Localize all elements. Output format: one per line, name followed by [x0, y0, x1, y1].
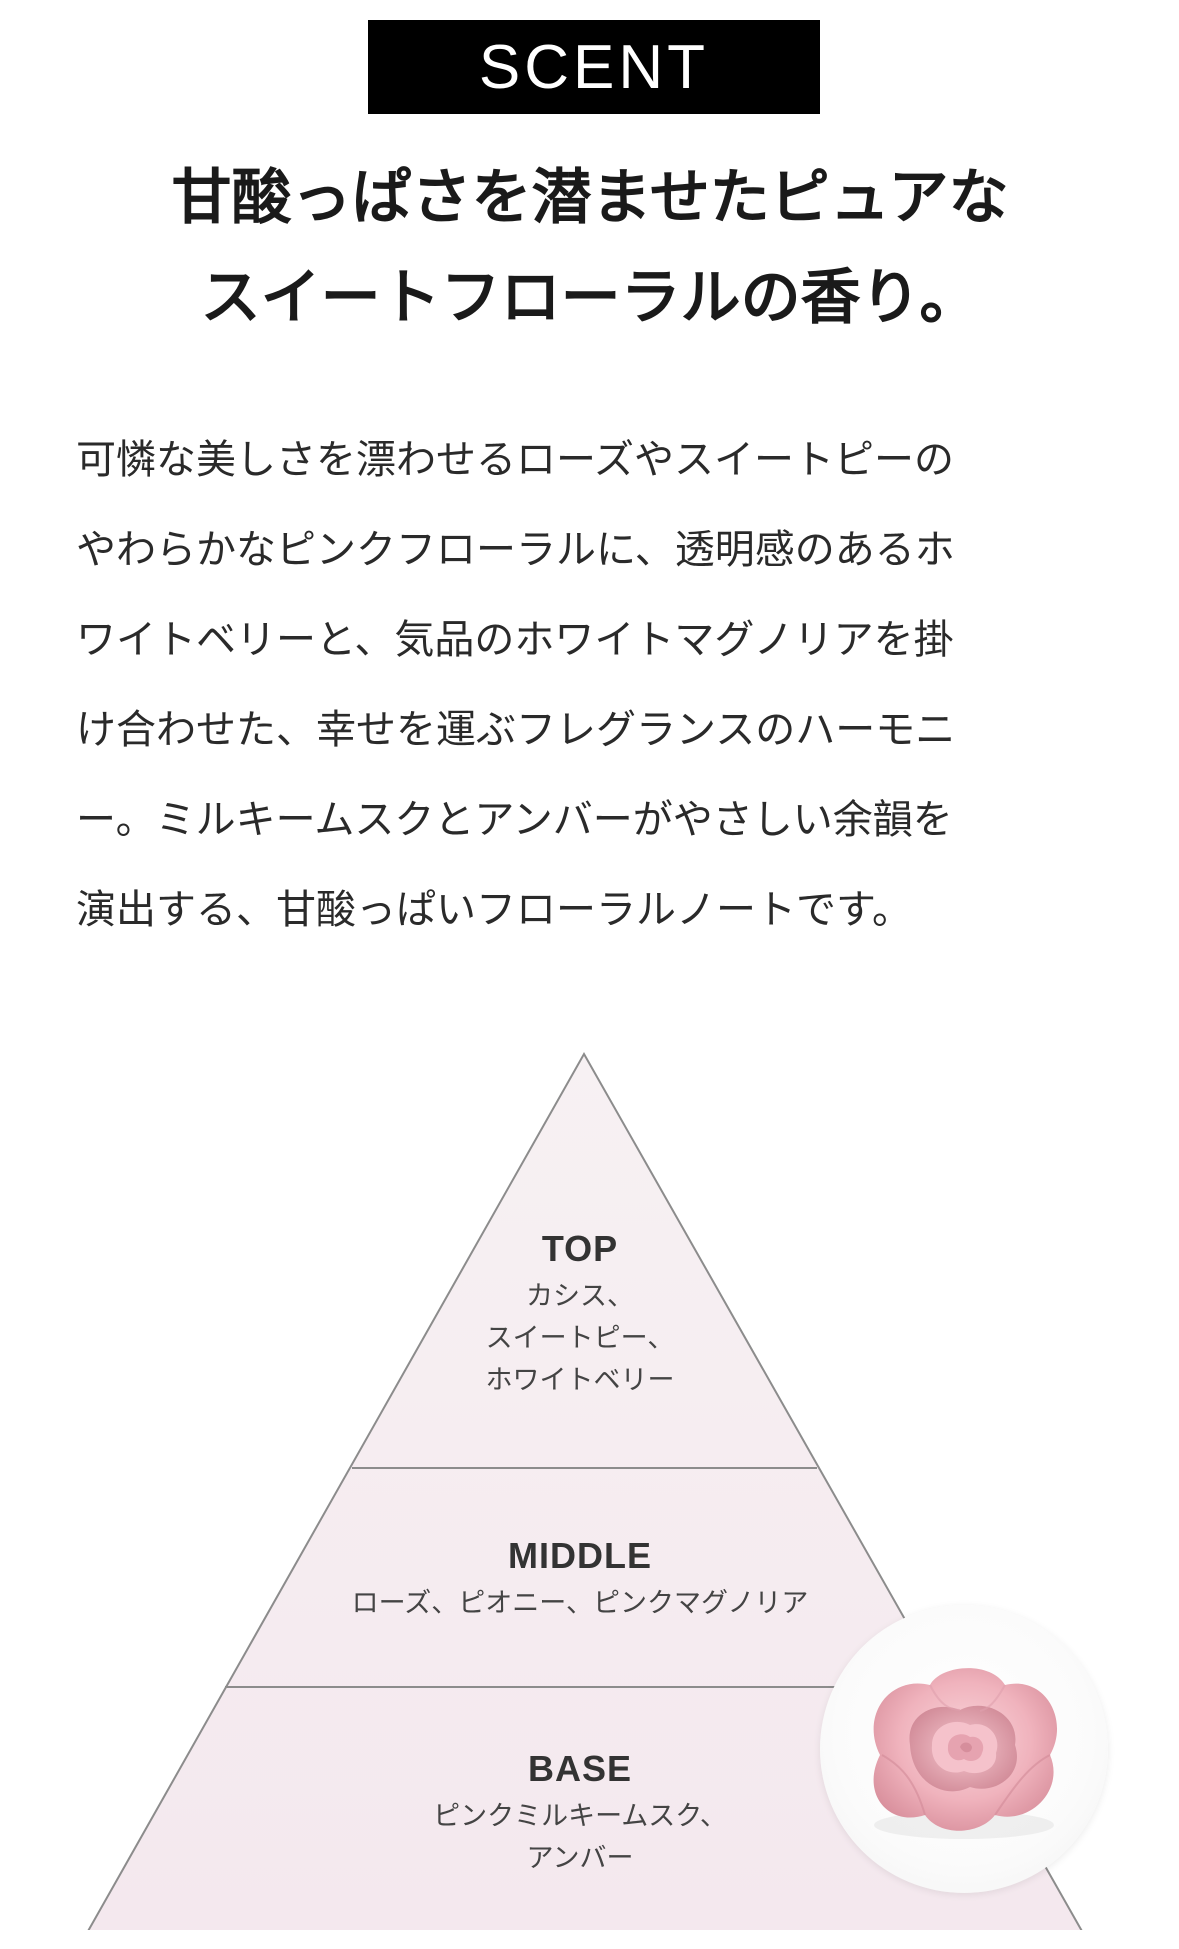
tier-middle-title: MIDDLE	[508, 1535, 652, 1576]
description-line: ワイトベリーと、気品のホワイトマグノリアを掛	[76, 617, 954, 663]
tier-top: TOP カシス、 スイートピー、 ホワイトベリー	[280, 1228, 880, 1402]
tier-base-title: BASE	[527, 1748, 633, 1789]
headline-line-1: 甘酸っぱさを潜ませたピュアな	[171, 163, 1009, 233]
description-line: 演出する、甘酸っぱいフローラルノートです。	[76, 887, 912, 933]
headline: 甘酸っぱさを潜ませたピュアな スイートフローラルの香り。	[80, 148, 1100, 348]
description: 可憐な美しさを漂わせるローズやスイートピーの やわらかなピンクフローラルに、透明…	[76, 415, 1076, 955]
note-item: ピンクミルキームスク、	[433, 1801, 727, 1832]
description-line: け合わせた、幸せを運ぶフレグランスのハーモニ	[76, 707, 956, 753]
description-line: やわらかなピンクフローラルに、透明感のあるホ	[76, 527, 955, 573]
tier-middle: MIDDLE ローズ、ピオニー、ピンクマグノリア	[280, 1535, 880, 1625]
description-line: ー。ミルキームスクとアンバーがやさしい余韻を	[76, 797, 953, 843]
tier-middle-notes: ローズ、ピオニー、ピンクマグノリア	[280, 1583, 880, 1625]
scent-badge: SCENT	[368, 20, 820, 114]
description-line: 可憐な美しさを漂わせるローズやスイートピーの	[76, 437, 954, 483]
headline-line-2: スイートフローラルの香り。	[200, 263, 980, 333]
tier-base-notes: ピンクミルキームスク、 アンバー	[280, 1796, 880, 1880]
note-item: スイートピー、	[485, 1323, 675, 1354]
tier-top-title: TOP	[541, 1228, 619, 1269]
note-item: ホワイトベリー	[485, 1365, 675, 1396]
rose-icon	[873, 1668, 1058, 1839]
rose-image	[820, 1605, 1108, 1893]
note-item: アンバー	[526, 1843, 634, 1874]
note-item: カシス、	[526, 1281, 634, 1312]
tier-base: BASE ピンクミルキームスク、 アンバー	[280, 1748, 880, 1880]
tier-top-notes: カシス、 スイートピー、 ホワイトベリー	[280, 1276, 880, 1402]
scent-badge-label: SCENT	[478, 32, 710, 102]
note-item: ローズ、ピオニー、ピンクマグノリア	[351, 1588, 809, 1619]
